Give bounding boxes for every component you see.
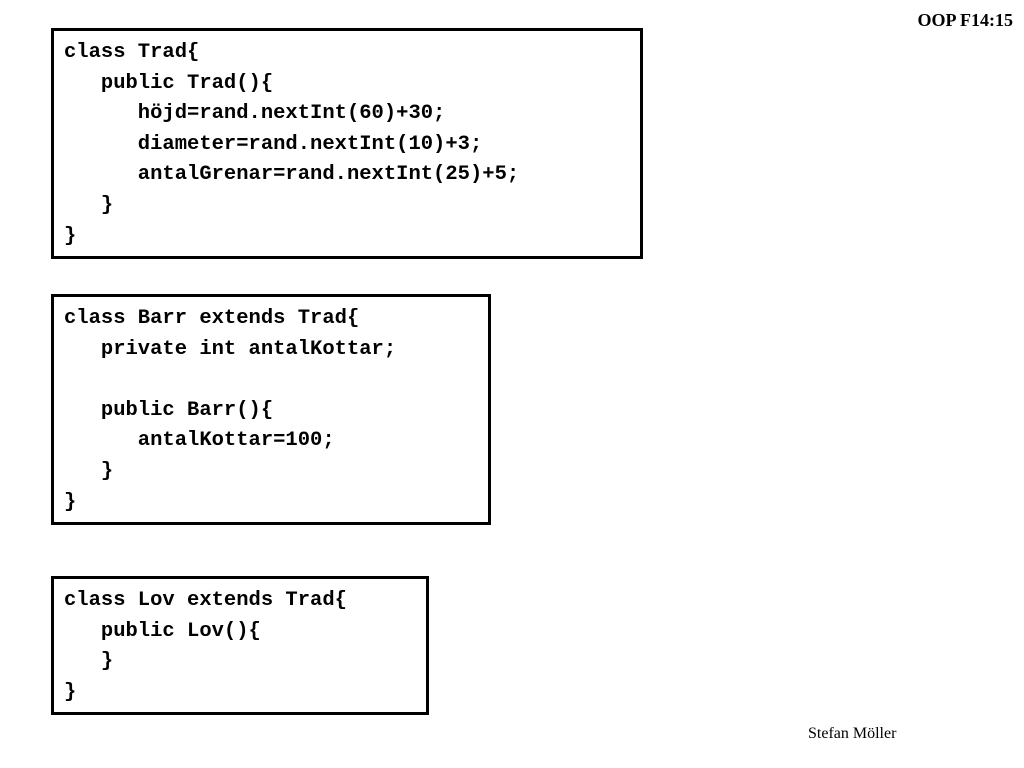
code-line: } bbox=[64, 193, 114, 217]
code-line: } bbox=[64, 650, 114, 674]
code-line: public Trad(){ bbox=[64, 71, 274, 95]
code-line-blank bbox=[64, 365, 488, 396]
code-line: class Lov extends Trad{ bbox=[64, 589, 347, 612]
code-line: antalKottar=100; bbox=[64, 429, 335, 453]
code-line: private int antalKottar; bbox=[64, 337, 397, 361]
code-line: } bbox=[64, 680, 77, 704]
slide-id: OOP F14:15 bbox=[917, 10, 1014, 30]
code-line: class Barr extends Trad{ bbox=[64, 307, 360, 330]
code-block-barr: class Barr extends Trad{ private int ant… bbox=[51, 294, 491, 525]
code-line: public Lov(){ bbox=[64, 619, 261, 643]
code-line: höjd=rand.nextInt(60)+30; bbox=[64, 102, 446, 126]
code-line: diameter=rand.nextInt(10)+3; bbox=[64, 132, 483, 156]
code-line: } bbox=[64, 490, 77, 514]
code-block-trad: class Trad{ public Trad(){ höjd=rand.nex… bbox=[51, 28, 643, 259]
code-line: class Trad{ bbox=[64, 41, 200, 64]
code-line: } bbox=[64, 224, 77, 248]
code-line: public Barr(){ bbox=[64, 398, 274, 422]
author-name: Stefan Möller bbox=[808, 725, 897, 742]
code-block-lov: class Lov extends Trad{ public Lov(){ } … bbox=[51, 576, 429, 715]
code-line: antalGrenar=rand.nextInt(25)+5; bbox=[64, 163, 520, 187]
code-line: } bbox=[64, 459, 114, 483]
